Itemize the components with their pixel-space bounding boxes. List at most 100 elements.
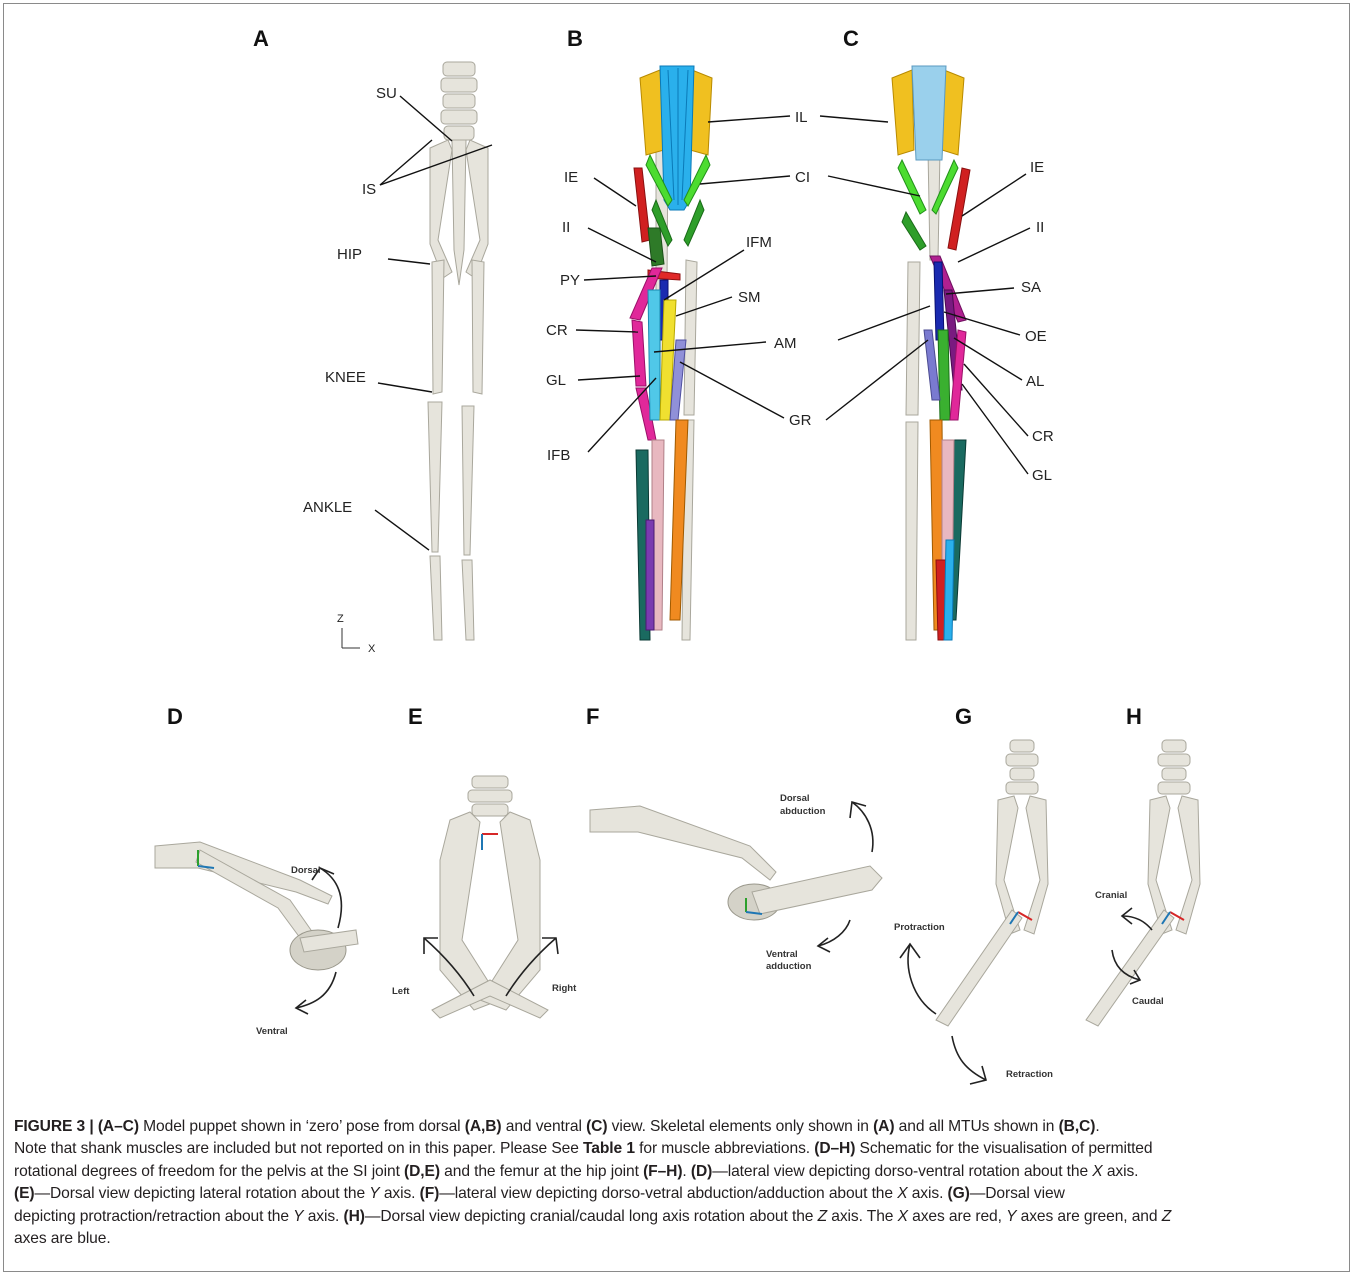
caption-ref: (D–H) bbox=[814, 1140, 855, 1157]
panel-f-illustration: Dorsal abduction Ventral adduction bbox=[590, 793, 882, 972]
label-b-gl: GL bbox=[546, 372, 566, 389]
label-d-dorsal: Dorsal bbox=[291, 865, 321, 876]
label-e-left: Left bbox=[392, 986, 410, 997]
label-a-su: SU bbox=[376, 85, 397, 102]
label-a-hip: HIP bbox=[337, 246, 362, 263]
label-b-am: AM bbox=[774, 335, 797, 352]
caption-text: —lateral view depicting dorso-vetral abd… bbox=[439, 1185, 897, 1202]
panel-letter-c: C bbox=[843, 26, 859, 51]
label-h-caudal: Caudal bbox=[1132, 996, 1164, 1007]
caption-ref: (A–C) bbox=[98, 1118, 139, 1135]
caption-text: axis. bbox=[303, 1208, 343, 1225]
axis-z-label: Z bbox=[337, 613, 344, 625]
label-b-il: IL bbox=[795, 109, 808, 126]
caption-text: axis. The bbox=[827, 1208, 898, 1225]
label-b-ii: II bbox=[562, 219, 570, 236]
caption-text: axis. bbox=[908, 1185, 948, 1202]
caption-ref: (D) bbox=[691, 1163, 712, 1180]
caption-text: Model puppet shown in ‘zero’ pose from d… bbox=[139, 1118, 465, 1135]
caption-ref: (F) bbox=[420, 1185, 440, 1202]
figure-illustration: A B C D E F G H Z X SU IS HIP KNEE bbox=[0, 0, 1355, 1110]
caption-axis: Y bbox=[1006, 1208, 1016, 1225]
caption-text: axes are green, and bbox=[1016, 1208, 1161, 1225]
panel-e-illustration: Left Right bbox=[392, 776, 577, 1018]
label-g-retraction: Retraction bbox=[1006, 1069, 1053, 1080]
label-b-ie: IE bbox=[564, 169, 578, 186]
label-f-dorsal: Dorsal bbox=[780, 793, 810, 804]
label-f-ventral: Ventral bbox=[766, 949, 798, 960]
caption-ref: (F–H) bbox=[643, 1163, 682, 1180]
caption-axis: Y bbox=[369, 1185, 379, 1202]
label-b-ifm: IFM bbox=[746, 234, 772, 251]
caption-text: and all MTUs shown in bbox=[894, 1118, 1058, 1135]
panel-a-skeleton: Z X bbox=[337, 62, 488, 655]
caption-ref: (A,B) bbox=[465, 1118, 502, 1135]
caption-ref: (H) bbox=[344, 1208, 365, 1225]
caption-ref: (B,C) bbox=[1059, 1118, 1096, 1135]
panel-letter-e: E bbox=[408, 704, 423, 729]
label-b-sm: SM bbox=[738, 289, 761, 306]
panel-b-muscles bbox=[630, 66, 712, 640]
caption-ref: (A) bbox=[873, 1118, 894, 1135]
panel-letter-b: B bbox=[567, 26, 583, 51]
caption-axis: Z bbox=[818, 1208, 827, 1225]
caption-text: —Dorsal view depicting cranial/caudal lo… bbox=[365, 1208, 818, 1225]
label-b-gr: GR bbox=[789, 412, 812, 429]
label-c-ii: II bbox=[1036, 219, 1044, 236]
label-e-right: Right bbox=[552, 983, 577, 994]
caption-ref: (D,E) bbox=[404, 1163, 440, 1180]
panel-letter-h: H bbox=[1126, 704, 1142, 729]
label-b-py: PY bbox=[560, 272, 580, 289]
label-c-cr: CR bbox=[1032, 428, 1054, 445]
caption-axis: Z bbox=[1162, 1208, 1171, 1225]
panel-d-illustration: Dorsal Ventral bbox=[155, 842, 358, 1037]
caption-text: —Dorsal view bbox=[970, 1185, 1065, 1202]
label-c-ie: IE bbox=[1030, 159, 1044, 176]
label-d-ventral: Ventral bbox=[256, 1026, 288, 1037]
label-b-cr: CR bbox=[546, 322, 568, 339]
label-c-al: AL bbox=[1026, 373, 1044, 390]
caption-text: axis. bbox=[380, 1185, 420, 1202]
panel-letter-d: D bbox=[167, 704, 183, 729]
caption-text: view. Skeletal elements only shown in bbox=[607, 1118, 873, 1135]
caption-text: and the femur at the hip joint bbox=[440, 1163, 643, 1180]
caption-text: —Dorsal view depicting lateral rotation … bbox=[35, 1185, 370, 1202]
label-a-is: IS bbox=[362, 181, 376, 198]
caption-axis: Y bbox=[293, 1208, 303, 1225]
caption-axis: X bbox=[1092, 1163, 1102, 1180]
panel-c-muscles bbox=[892, 66, 970, 640]
panel-h-illustration: Cranial Caudal bbox=[1086, 740, 1200, 1026]
label-a-knee: KNEE bbox=[325, 369, 366, 386]
caption-text: axes are red, bbox=[908, 1208, 1006, 1225]
caption-ref: (E) bbox=[14, 1185, 35, 1202]
panel-letter-a: A bbox=[253, 26, 269, 51]
label-a-ankle: ANKLE bbox=[303, 499, 352, 516]
caption-text: Note that shank muscles are included but… bbox=[14, 1140, 583, 1157]
caption-text: for muscle abbreviations. bbox=[635, 1140, 814, 1157]
label-f-abduction: abduction bbox=[780, 806, 826, 817]
caption-ref: (G) bbox=[948, 1185, 970, 1202]
caption-text: —lateral view depicting dorso-ventral ro… bbox=[712, 1163, 1092, 1180]
label-f-adduction: adduction bbox=[766, 961, 812, 972]
caption-text: Schematic for the visualisation of permi… bbox=[855, 1140, 1152, 1157]
caption-text: . bbox=[1095, 1118, 1099, 1135]
caption-text: depicting protraction/retraction about t… bbox=[14, 1208, 293, 1225]
label-c-oe: OE bbox=[1025, 328, 1047, 345]
panel-letter-g: G bbox=[955, 704, 972, 729]
caption-text: . bbox=[682, 1163, 690, 1180]
label-h-cranial: Cranial bbox=[1095, 890, 1127, 901]
panel-letter-f: F bbox=[586, 704, 599, 729]
label-c-sa: SA bbox=[1021, 279, 1041, 296]
label-g-protraction: Protraction bbox=[894, 922, 945, 933]
caption-text: axes are blue. bbox=[14, 1230, 111, 1247]
panel-g-illustration: Protraction Retraction bbox=[894, 740, 1053, 1084]
label-b-ci: CI bbox=[795, 169, 810, 186]
caption-table-ref: Table 1 bbox=[583, 1140, 635, 1157]
caption-axis: X bbox=[897, 1185, 907, 1202]
label-c-gl: GL bbox=[1032, 467, 1052, 484]
caption-text: and ventral bbox=[502, 1118, 587, 1135]
caption-text: axis. bbox=[1103, 1163, 1139, 1180]
label-b-ifb: IFB bbox=[547, 447, 570, 464]
caption-figure-label: FIGURE 3 | bbox=[14, 1118, 98, 1135]
figure-caption: FIGURE 3 | (A–C) Model puppet shown in ‘… bbox=[14, 1116, 1334, 1250]
